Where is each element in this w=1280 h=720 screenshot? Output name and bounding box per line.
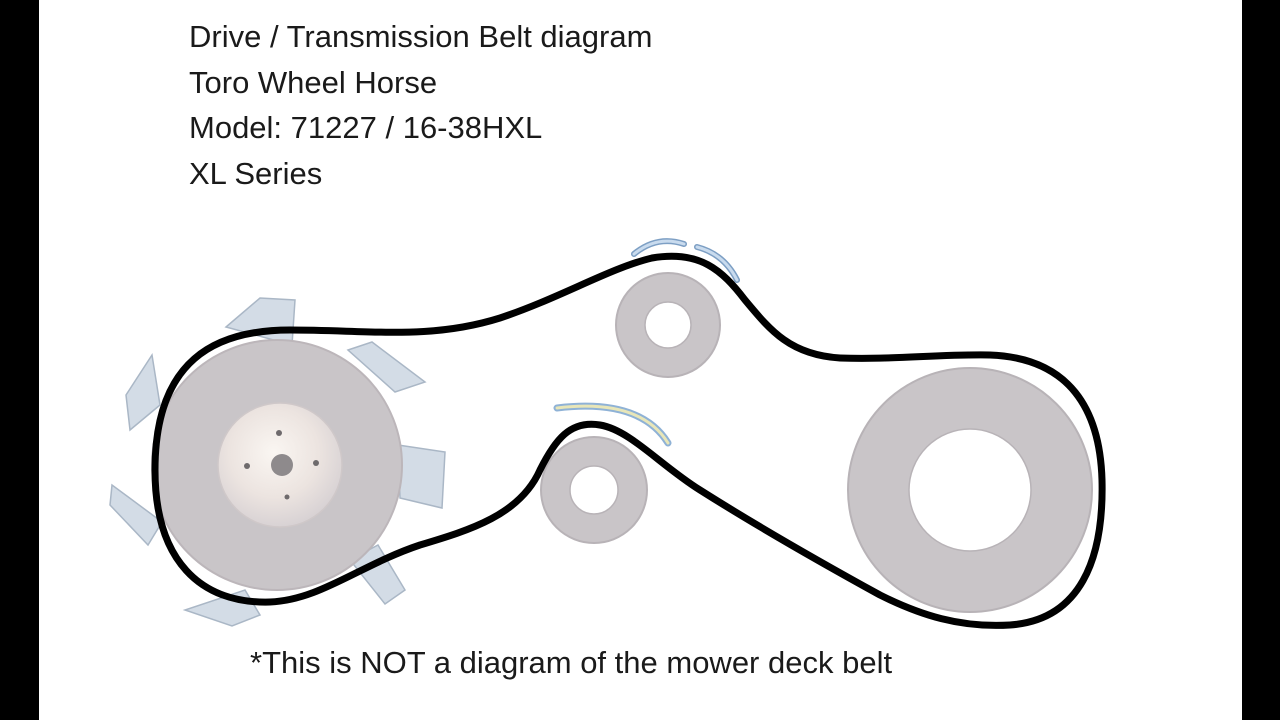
belt-diagram [109, 238, 1106, 629]
upper-idler-pulley [615, 272, 721, 378]
fan-blade [109, 483, 163, 547]
transmission-pulley [847, 367, 1093, 613]
belt-guide-lower [555, 404, 670, 445]
footnote: *This is NOT a diagram of the mower deck… [250, 645, 893, 680]
brand-name: Toro Wheel Horse [189, 64, 438, 100]
fan-blade [125, 352, 161, 432]
fan-blade [397, 444, 446, 509]
series-name: XL Series [189, 155, 323, 191]
title-block: Drive / Transmission Belt diagram Toro W… [189, 14, 652, 196]
belt-guide-upper-right [695, 245, 739, 282]
drive-belt [151, 252, 1106, 629]
model-number: Model: 71227 / 16-38HXL [189, 110, 543, 145]
belt-guide-upper-left [632, 239, 686, 256]
engine-pulley [151, 339, 403, 591]
slide: Drive / Transmission Belt diagram Toro W… [39, 0, 1242, 720]
fan-blade [346, 341, 427, 393]
belt-guides [553, 238, 740, 447]
diagram-title: Drive / Transmission Belt diagram [189, 19, 653, 54]
lower-idler-pulley [540, 436, 648, 544]
